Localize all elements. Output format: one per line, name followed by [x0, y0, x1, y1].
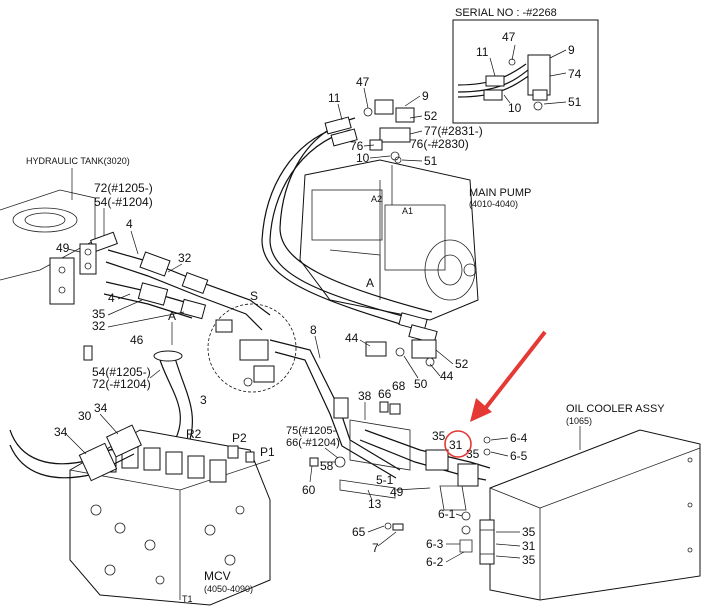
oil-cooler-label: OIL COOLER ASSY — [566, 403, 665, 415]
serial-number-label: SERIAL NO : -#2268 — [455, 7, 557, 19]
label-76-b: 76(-#2830) — [410, 137, 469, 151]
label-76-a: 76 — [350, 139, 364, 153]
label-8: 8 — [310, 323, 317, 337]
label-6-2: 6-2 — [426, 555, 444, 569]
inset-label-47: 47 — [502, 30, 516, 44]
detail-s: S — [207, 289, 297, 393]
label-6-4: 6-4 — [510, 431, 528, 445]
label-6-5: 6-5 — [510, 449, 528, 463]
inset-label-74: 74 — [568, 67, 582, 81]
label-77: 77(#2831-) — [424, 124, 483, 138]
inset-label-10: 10 — [508, 101, 522, 115]
label-35-d: 35 — [522, 525, 536, 539]
inset-label-51: 51 — [568, 95, 582, 109]
port-a1-label: A1 — [402, 206, 413, 216]
label-30: 30 — [78, 409, 92, 423]
hydraulic-tank-label: HYDRAULIC TANK(3020) — [26, 156, 130, 166]
label-5-1: 5-1 — [376, 473, 394, 487]
callout-31: 31 — [449, 438, 463, 452]
callout-31-circle — [444, 430, 472, 458]
serial-inset: SERIAL NO : -#2268 11 47 9 74 10 51 — [452, 7, 599, 124]
label-52-right: 52 — [455, 357, 469, 371]
pipe-3: A 46 54(#1205-) 72(-#1204) 3 — [83, 309, 207, 479]
label-4-a: 4 — [126, 217, 133, 231]
label-35-c: 35 — [466, 447, 480, 461]
label-68: 68 — [392, 379, 406, 393]
label-50: 50 — [414, 377, 428, 391]
suction-pipes: 72(#1205-) 54(-#1204) 4 49 32 4 35 32 — [56, 181, 271, 333]
label-60: 60 — [302, 483, 316, 497]
main-pump-label: MAIN PUMP — [469, 187, 531, 199]
label-54-b: 54(#1205-) — [92, 365, 151, 379]
label-54-a: 54(-#1204) — [94, 195, 153, 209]
label-11: 11 — [328, 91, 341, 105]
mcv-code: (4050-4090) — [204, 584, 253, 594]
pump-right-fittings: 44 52 44 50 68 66 38 — [345, 331, 469, 420]
cooler-connection: 35 35 31 6-4 6-5 6-1 6-3 6-2 — [359, 330, 547, 569]
main-pump: MAIN PUMP (4010-4040) A2 A1 A — [299, 159, 531, 321]
inset-label-11: 11 — [476, 45, 489, 59]
mcv: MCV (4050-4090) 34 34 30 R2 P2 P1 T1 — [9, 401, 275, 606]
view-a-label-pipe: A — [168, 309, 176, 323]
label-66-b: 66(-#1204) — [286, 437, 340, 449]
port-p2-label: P2 — [232, 431, 247, 445]
main-pump-code: (4010-4040) — [469, 199, 518, 209]
label-49-a: 49 — [56, 241, 70, 255]
label-38: 38 — [358, 389, 372, 403]
label-9: 9 — [422, 89, 429, 103]
view-a-label-pump: A — [366, 276, 374, 290]
label-44-b: 44 — [440, 369, 454, 383]
label-35-b: 35 — [432, 429, 446, 443]
label-72-b: 72(-#1204) — [92, 377, 151, 391]
label-3: 3 — [200, 393, 207, 407]
bracket-assembly: 75(#1205- 66(-#1204) 58 60 5-1 13 49 65 … — [286, 419, 431, 555]
label-34-a: 34 — [54, 425, 68, 439]
port-p1-label: P1 — [260, 445, 275, 459]
label-7: 7 — [372, 541, 379, 555]
pump-top-labels: 11 47 9 52 77(#2831-) 76 76(-#2830) 10 5… — [328, 75, 483, 168]
label-44-a: 44 — [345, 331, 359, 345]
oil-cooler: OIL COOLER ASSY (1065) 35 31 35 — [479, 403, 701, 601]
label-51-top: 51 — [424, 154, 438, 168]
label-13: 13 — [368, 497, 382, 511]
label-32-b: 32 — [92, 319, 106, 333]
label-72-a: 72(#1205-) — [94, 181, 153, 195]
oil-cooler-code: (1065) — [566, 416, 592, 426]
hydraulic-tank: HYDRAULIC TANK(3020) — [0, 156, 130, 305]
label-6-1: 6-1 — [438, 507, 456, 521]
label-75: 75(#1205- — [286, 425, 336, 437]
label-6-3: 6-3 — [426, 537, 444, 551]
mcv-label: MCV — [204, 569, 231, 583]
port-r2-label: R2 — [186, 427, 202, 441]
port-a2-label: A2 — [371, 194, 382, 204]
label-31-b: 31 — [522, 539, 536, 553]
label-52-top: 52 — [424, 109, 438, 123]
port-t1-label: T1 — [182, 594, 193, 604]
label-46: 46 — [130, 333, 144, 347]
highlight-arrow-head — [470, 398, 492, 422]
label-10-top: 10 — [356, 151, 370, 165]
inset-label-9: 9 — [568, 43, 575, 57]
label-4-b: 4 — [108, 291, 115, 305]
label-32-a: 32 — [178, 251, 192, 265]
highlight-arrow — [482, 330, 547, 412]
label-35-a: 35 — [92, 307, 106, 321]
label-66-a: 66 — [378, 387, 392, 401]
pipe-8: 8 — [269, 323, 401, 479]
pump-hoses — [261, 99, 438, 344]
label-34-b: 34 — [94, 401, 108, 415]
detail-s-label: S — [250, 289, 258, 303]
label-49-b: 49 — [390, 485, 404, 499]
label-35-e: 35 — [522, 553, 536, 567]
label-47: 47 — [356, 75, 370, 89]
label-65: 65 — [352, 525, 366, 539]
label-58: 58 — [320, 459, 334, 473]
